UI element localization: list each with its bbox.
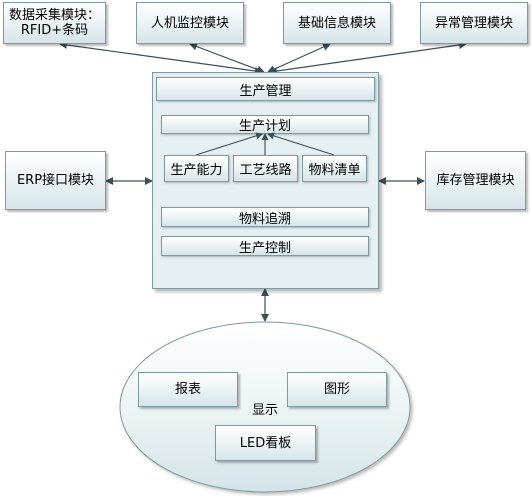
graphics-box: 图形: [287, 372, 387, 407]
hmi-monitoring-label: 人机监控模块: [150, 15, 229, 31]
display-ellipse: [119, 321, 411, 493]
material-tracing-label: 物料追溯: [238, 211, 291, 227]
bom-box: 物料清单: [302, 155, 367, 182]
data-collection-label-line2: RFID+条码: [20, 23, 89, 38]
data-collection-label-line1: 数据采集模块：: [8, 8, 100, 23]
production-capacity-box: 生产能力: [164, 155, 229, 182]
report-label: 报表: [174, 382, 201, 397]
data-collection-module: 数据采集模块： RFID+条码: [3, 2, 106, 44]
arrow-hmi-to-production: [189, 42, 265, 74]
hmi-monitoring-module: 人机监控模块: [136, 2, 244, 44]
graphics-label: 图形: [323, 382, 350, 397]
exception-management-module: 异常管理模块: [420, 2, 528, 44]
report-box: 报表: [138, 372, 238, 407]
process-route-label: 工艺线路: [239, 163, 292, 178]
arrow-exception-to-production: [269, 41, 467, 75]
basic-info-label: 基础信息模块: [297, 15, 376, 31]
led-board-label: LED看板: [239, 435, 292, 451]
led-board-box: LED看板: [215, 425, 316, 461]
basic-info-module: 基础信息模块: [283, 2, 391, 44]
inventory-management-module: 库存管理模块: [425, 151, 526, 210]
material-tracing-box: 物料追溯: [161, 207, 369, 227]
production-management-title: 生产管理: [239, 83, 292, 99]
process-route-box: 工艺线路: [233, 155, 298, 182]
production-management-header: 生产管理: [156, 77, 375, 101]
inventory-management-label: 库存管理模块: [436, 173, 515, 188]
erp-interface-module: ERP接口模块: [5, 151, 106, 210]
exception-management-label: 异常管理模块: [434, 15, 513, 31]
production-plan-label: 生产计划: [238, 119, 291, 134]
erp-interface-label: ERP接口模块: [16, 173, 95, 188]
display-title: 显示: [252, 403, 279, 418]
production-capacity-label: 生产能力: [170, 163, 223, 178]
arrow-capacity-to-plan: [195, 132, 263, 156]
production-control-label: 生产控制: [238, 240, 291, 256]
production-control-box: 生产控制: [161, 236, 369, 256]
arrow-bom-to-plan: [267, 132, 335, 156]
bom-label: 物料清单: [308, 163, 361, 178]
